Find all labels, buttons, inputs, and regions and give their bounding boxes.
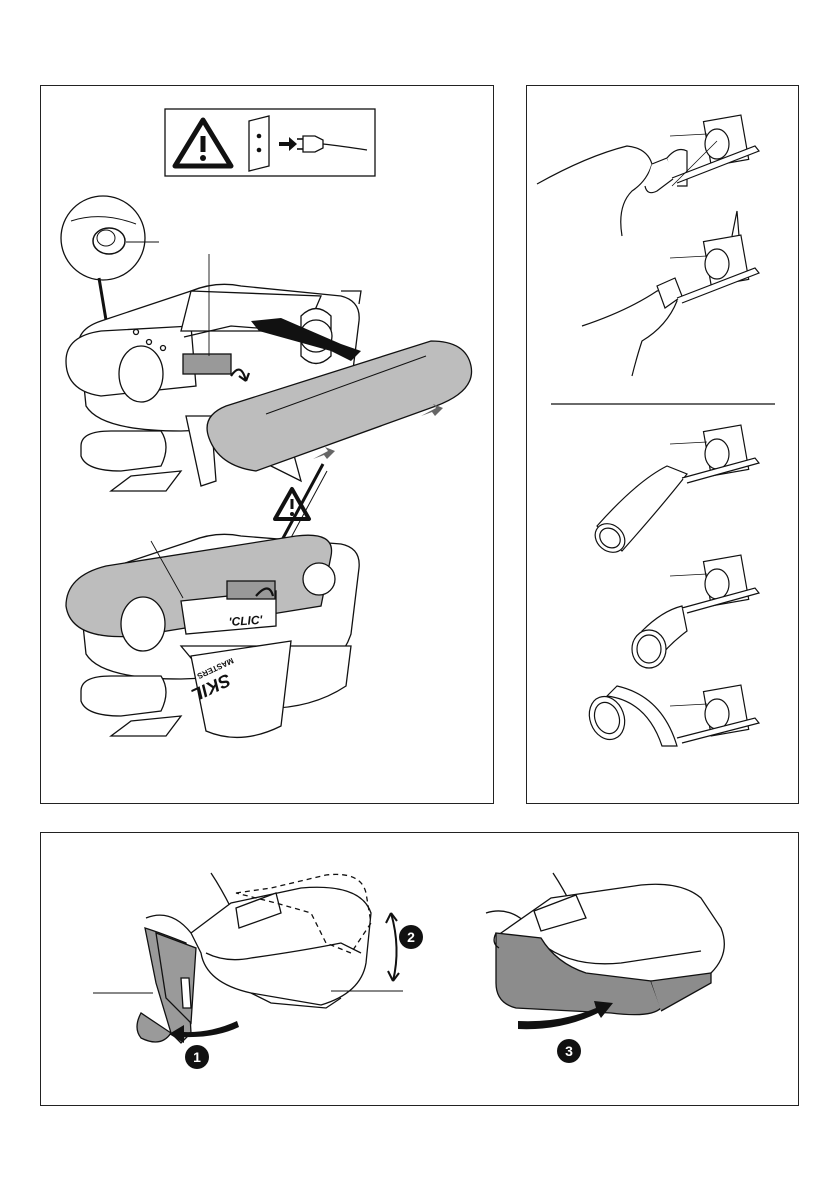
adapter-hand-pull: [582, 211, 759, 376]
belt-change-panel: 'CLIC' SKIL MASTERS: [40, 85, 494, 804]
front-cover-illustration: 1 2 3: [41, 833, 800, 1107]
step-3-number: 3: [565, 1043, 573, 1059]
cover-closed-assembly: [486, 873, 724, 1015]
step-2-badge: 2: [399, 925, 423, 949]
step-3-badge: 3: [557, 1039, 581, 1063]
hose-adapter-bent: [584, 685, 759, 746]
adapter-hand-push: [537, 115, 759, 236]
step-1-badge: 1: [185, 1045, 209, 1069]
sander-bottom: [66, 534, 359, 737]
cover-open-assembly: [93, 873, 403, 1043]
hose-adapter-short: [632, 555, 759, 668]
sander-top: [66, 254, 361, 491]
clic-label: 'CLIC': [228, 613, 264, 629]
step-1-number: 1: [193, 1049, 201, 1065]
dust-adapter-illustration: [527, 86, 800, 805]
front-cover-panel: 1 2 3: [40, 832, 799, 1106]
step-2-number: 2: [407, 929, 415, 945]
belt-change-illustration: 'CLIC' SKIL MASTERS: [41, 86, 495, 805]
unplug-warning-box: [165, 109, 375, 176]
dust-adapter-panel: [526, 85, 799, 804]
hose-adapter-long: [589, 425, 759, 558]
